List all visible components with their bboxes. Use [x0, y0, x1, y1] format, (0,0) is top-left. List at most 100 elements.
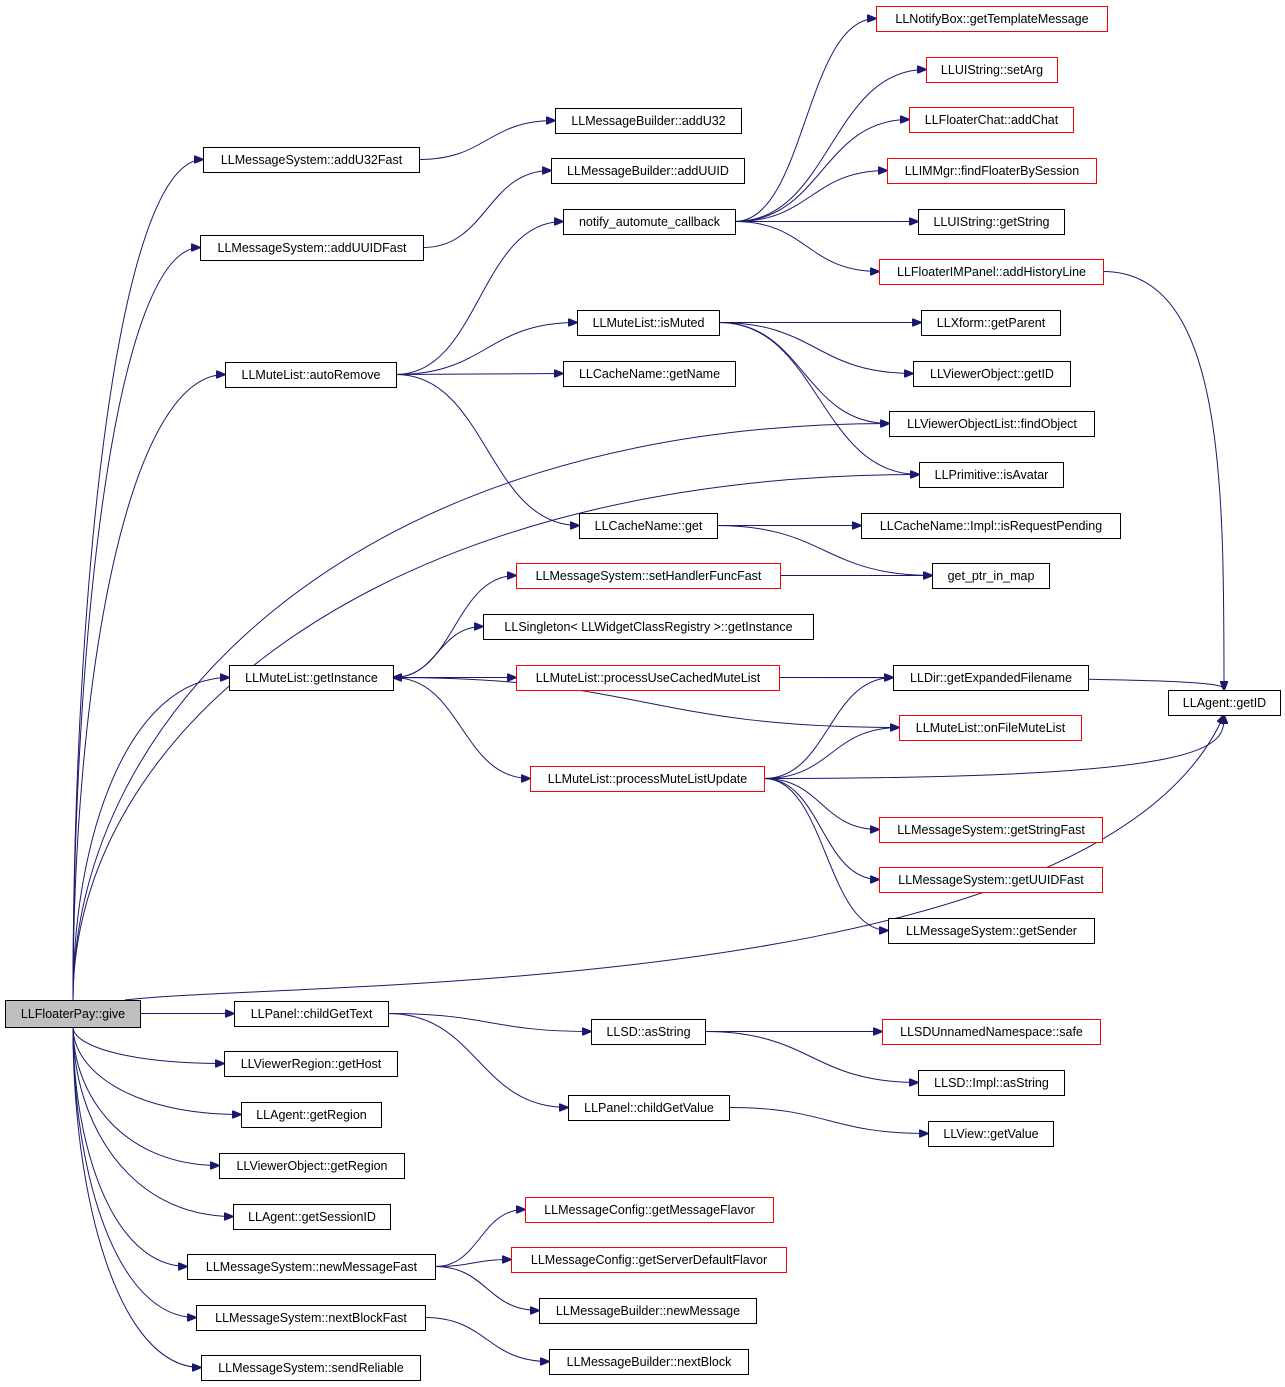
- node-newMessage[interactable]: LLMessageBuilder::newMessage: [539, 1298, 757, 1324]
- node-objGetRegion[interactable]: LLViewerObject::getRegion: [219, 1153, 405, 1179]
- node-box: [887, 158, 1097, 184]
- node-getSender[interactable]: LLMessageSystem::getSender: [888, 918, 1095, 944]
- node-safe[interactable]: LLSDUnnamedNamespace::safe: [882, 1019, 1101, 1045]
- node-asString[interactable]: LLSD::asString: [591, 1019, 706, 1045]
- node-box: [224, 1051, 398, 1077]
- edge-isMuted-to-isAvatar: [718, 322, 919, 475]
- edge-asString-to-implAsString: [704, 1031, 918, 1083]
- node-singleton[interactable]: LLSingleton< LLWidgetClassRegistry >::ge…: [483, 614, 814, 640]
- node-objGetID[interactable]: LLViewerObject::getID: [913, 361, 1071, 387]
- edge-processMuteUpdate-to-getUUIDFast: [763, 778, 879, 880]
- node-label: LLViewerObject::getRegion: [236, 1159, 387, 1173]
- node-addChat[interactable]: LLFloaterChat::addChat: [909, 107, 1074, 133]
- node-autoRemove[interactable]: LLMuteList::autoRemove: [225, 362, 397, 388]
- node-getString[interactable]: LLUIString::getString: [918, 209, 1065, 235]
- node-label: LLFloaterPay::give: [21, 1007, 125, 1021]
- node-box: [225, 362, 397, 388]
- node-getPtrInMap[interactable]: get_ptr_in_map: [932, 563, 1050, 589]
- node-setHandler[interactable]: LLMessageSystem::setHandlerFuncFast: [516, 563, 781, 589]
- node-agentGetID[interactable]: LLAgent::getID: [1168, 690, 1281, 716]
- node-addU32[interactable]: LLMessageBuilder::addU32: [555, 108, 742, 134]
- edge-notify-to-setArg: [734, 70, 926, 222]
- node-box: [549, 1349, 749, 1375]
- edge-nextBlockFast-to-nextBlock: [424, 1317, 549, 1362]
- edge-root-to-addUUIDFast: [72, 248, 200, 1001]
- node-label: LLMuteList::processMuteListUpdate: [548, 772, 747, 786]
- node-getTemplateMessage[interactable]: LLNotifyBox::getTemplateMessage: [876, 6, 1108, 32]
- node-implAsString[interactable]: LLSD::Impl::asString: [918, 1070, 1065, 1096]
- node-newMessageFast[interactable]: LLMessageSystem::newMessageFast: [187, 1254, 436, 1280]
- node-box: [5, 1000, 141, 1028]
- node-getMessageFlavor[interactable]: LLMessageConfig::getMessageFlavor: [525, 1197, 774, 1223]
- node-label: LLUIString::setArg: [941, 63, 1043, 77]
- edge-childGetText-to-childGetValue: [387, 1013, 568, 1108]
- node-box: [919, 462, 1064, 488]
- node-label: LLMessageSystem::sendReliable: [218, 1361, 404, 1375]
- node-label: LLViewerObject::getID: [930, 367, 1054, 381]
- node-addUUID[interactable]: LLMessageBuilder::addUUID: [551, 158, 745, 184]
- node-agentGetRegion[interactable]: LLAgent::getRegion: [241, 1102, 382, 1128]
- node-box: [539, 1298, 757, 1324]
- node-box: [563, 361, 736, 387]
- node-label: LLXform::getParent: [937, 316, 1046, 330]
- node-getStringFast[interactable]: LLMessageSystem::getStringFast: [879, 817, 1103, 843]
- node-getExpanded[interactable]: LLDir::getExpandedFilename: [893, 665, 1089, 691]
- node-addU32Fast[interactable]: LLMessageSystem::addU32Fast: [203, 147, 420, 173]
- node-isRequestPending[interactable]: LLCacheName::Impl::isRequestPending: [861, 513, 1121, 539]
- node-box: [234, 1001, 389, 1027]
- node-label: LLSD::Impl::asString: [934, 1076, 1049, 1090]
- node-label: LLMessageBuilder::addUUID: [567, 164, 729, 178]
- node-getParent[interactable]: LLXform::getParent: [921, 310, 1061, 336]
- edge-root-to-nextBlockFast: [72, 1026, 196, 1318]
- edge-notify-to-addChat: [734, 120, 909, 222]
- node-box: [591, 1019, 706, 1045]
- node-getUUIDFast[interactable]: LLMessageSystem::getUUIDFast: [879, 867, 1103, 893]
- node-label: LLMessageBuilder::newMessage: [556, 1304, 740, 1318]
- node-processUseCached[interactable]: LLMuteList::processUseCachedMuteList: [516, 665, 780, 691]
- node-box: [200, 235, 424, 261]
- node-getInstance[interactable]: LLMuteList::getInstance: [229, 665, 394, 691]
- node-getHost[interactable]: LLViewerRegion::getHost: [224, 1051, 398, 1077]
- node-label: LLDir::getExpandedFilename: [910, 671, 1072, 685]
- node-isMuted[interactable]: LLMuteList::isMuted: [577, 310, 720, 336]
- node-cacheGet[interactable]: LLCacheName::get: [579, 513, 718, 539]
- node-box: [918, 209, 1065, 235]
- node-label: LLSD::asString: [606, 1025, 690, 1039]
- node-nextBlockFast[interactable]: LLMessageSystem::nextBlockFast: [196, 1305, 426, 1331]
- node-viewGetValue[interactable]: LLView::getValue: [928, 1121, 1054, 1147]
- node-setArg[interactable]: LLUIString::setArg: [926, 57, 1058, 83]
- edge-autoRemove-to-cacheGet: [395, 374, 579, 526]
- node-root[interactable]: LLFloaterPay::give: [5, 1000, 141, 1028]
- node-box: [918, 1070, 1065, 1096]
- node-sendReliable[interactable]: LLMessageSystem::sendReliable: [201, 1355, 421, 1381]
- node-notify[interactable]: notify_automute_callback: [563, 209, 736, 235]
- node-label: LLMessageConfig::getServerDefaultFlavor: [531, 1253, 767, 1267]
- node-label: get_ptr_in_map: [948, 569, 1035, 583]
- node-onFileMuteList[interactable]: LLMuteList::onFileMuteList: [899, 715, 1082, 741]
- node-label: LLCacheName::Impl::isRequestPending: [880, 519, 1102, 533]
- node-findObject[interactable]: LLViewerObjectList::findObject: [889, 411, 1095, 437]
- edge-root-to-agentGetID: [124, 715, 1224, 1001]
- node-addHistoryLine[interactable]: LLFloaterIMPanel::addHistoryLine: [879, 259, 1104, 285]
- node-label: LLMuteList::autoRemove: [242, 368, 381, 382]
- node-addUUIDFast[interactable]: LLMessageSystem::addUUIDFast: [200, 235, 424, 261]
- node-childGetText[interactable]: LLPanel::childGetText: [234, 1001, 389, 1027]
- node-box: [555, 108, 742, 134]
- node-box: [1168, 690, 1281, 716]
- node-childGetValue[interactable]: LLPanel::childGetValue: [568, 1095, 730, 1121]
- node-box: [233, 1204, 391, 1230]
- node-label: LLMuteList::processUseCachedMuteList: [536, 671, 761, 685]
- node-processMuteUpdate[interactable]: LLMuteList::processMuteListUpdate: [530, 766, 765, 792]
- node-nextBlock[interactable]: LLMessageBuilder::nextBlock: [549, 1349, 749, 1375]
- node-box: [882, 1019, 1101, 1045]
- node-getName[interactable]: LLCacheName::getName: [563, 361, 736, 387]
- node-getServerDefault[interactable]: LLMessageConfig::getServerDefaultFlavor: [511, 1247, 787, 1273]
- node-label: LLIMMgr::findFloaterBySession: [905, 164, 1079, 178]
- node-isAvatar[interactable]: LLPrimitive::isAvatar: [919, 462, 1064, 488]
- edge-addU32Fast-to-addU32: [418, 121, 555, 160]
- node-label: LLMessageSystem::getSender: [906, 924, 1077, 938]
- node-box: [893, 665, 1089, 691]
- node-box: [932, 563, 1050, 589]
- node-findFloater[interactable]: LLIMMgr::findFloaterBySession: [887, 158, 1097, 184]
- node-getSessionID[interactable]: LLAgent::getSessionID: [233, 1204, 391, 1230]
